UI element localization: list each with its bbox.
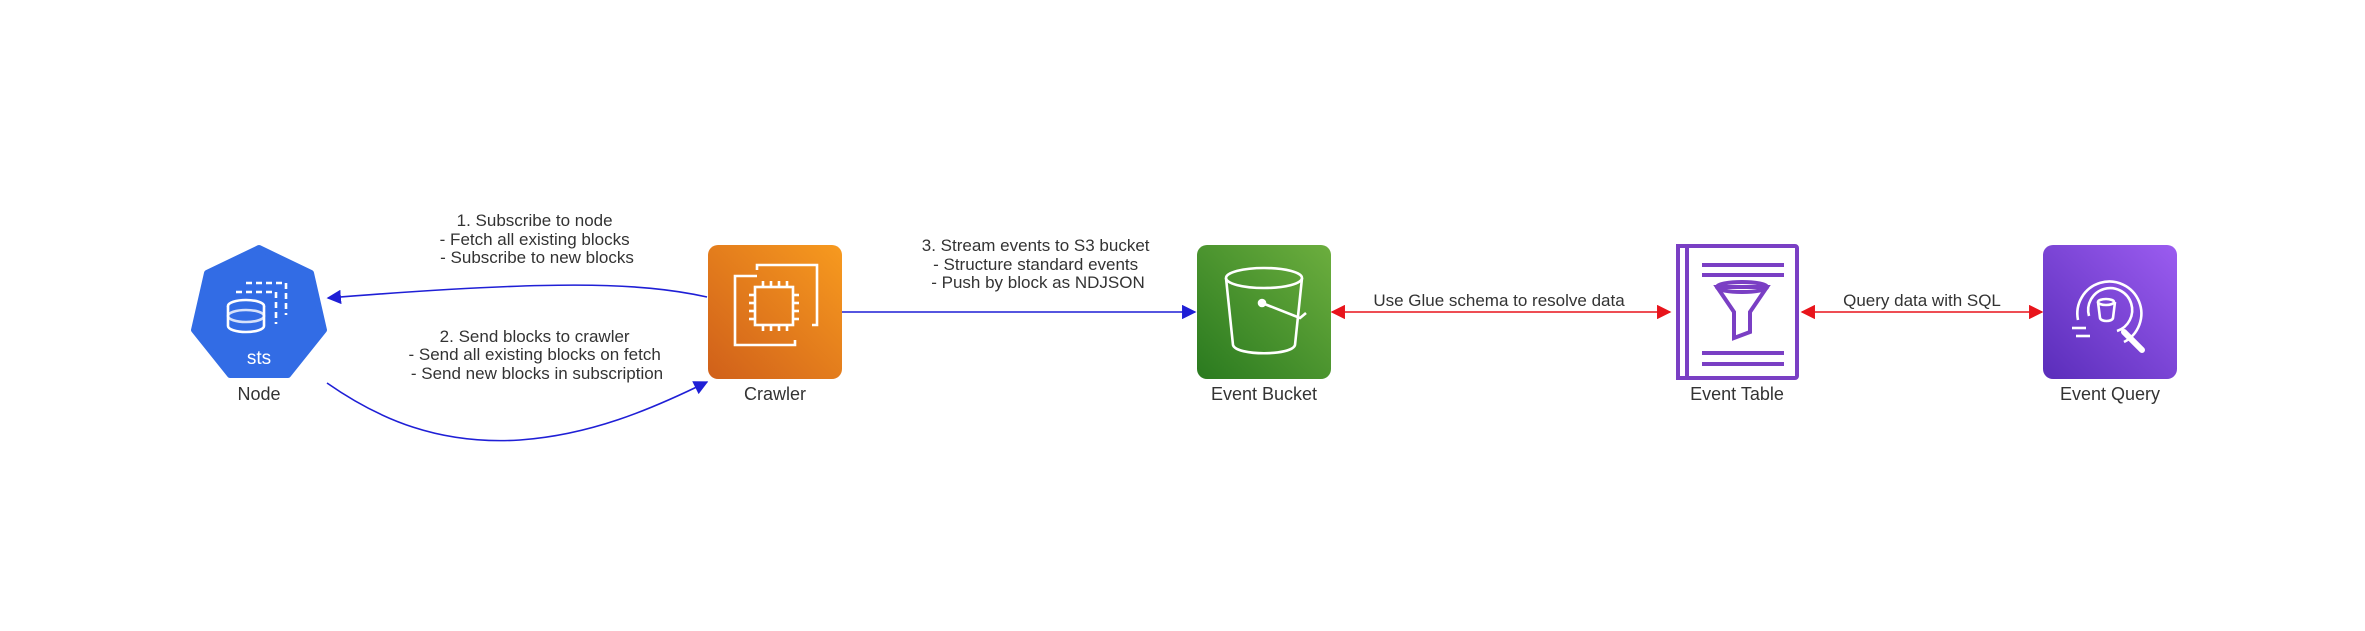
node-crawler[interactable]: Crawler xyxy=(708,245,842,404)
edge-stream-events-label: 3. Stream events to S3 bucket - Structur… xyxy=(922,236,1154,292)
event-table-label: Event Table xyxy=(1690,384,1784,404)
edge-send-blocks-line-1: 2. Send blocks to crawler xyxy=(440,327,630,346)
node-event-table[interactable]: Event Table xyxy=(1676,244,1799,404)
event-bucket-tile xyxy=(1197,245,1331,379)
edge-subscribe-line-3: - Subscribe to new blocks xyxy=(440,248,634,267)
edge-subscribe: 1. Subscribe to node - Fetch all existin… xyxy=(326,211,708,305)
s3-bucket-icon xyxy=(1224,266,1307,355)
crawler-label: Crawler xyxy=(744,384,806,404)
edge-send-blocks-line-3: - Send new blocks in subscription xyxy=(411,364,663,383)
edge-send-blocks-line xyxy=(326,381,709,442)
edge-stream-events-line-3: - Push by block as NDJSON xyxy=(931,273,1145,292)
edge-subscribe-line-1: 1. Subscribe to node xyxy=(457,211,613,230)
edge-send-blocks-label: 2. Send blocks to crawler - Send all exi… xyxy=(408,327,665,383)
edge-stream-events-line-1: 3. Stream events to S3 bucket xyxy=(922,236,1150,255)
edge-query-sql: Query data with SQL xyxy=(1800,291,2044,320)
edge-glue-schema-label: Use Glue schema to resolve data xyxy=(1373,291,1625,310)
edge-subscribe-line-2: - Fetch all existing blocks xyxy=(440,230,630,249)
edge-stream-events: 3. Stream events to S3 bucket - Structur… xyxy=(842,236,1197,320)
event-bucket-label: Event Bucket xyxy=(1211,384,1317,404)
node-badge: sts xyxy=(247,348,271,369)
statefulset-icon xyxy=(226,281,288,334)
edge-send-blocks: 2. Send blocks to crawler - Send all exi… xyxy=(326,327,709,442)
edge-stream-events-line-2: - Structure standard events xyxy=(933,255,1138,274)
node-node[interactable]: sts Node xyxy=(191,245,327,404)
node-event-query[interactable]: Event Query xyxy=(2043,245,2177,404)
event-query-tile xyxy=(2043,245,2177,379)
edge-subscribe-line xyxy=(326,284,708,305)
ec2-instance-icon xyxy=(733,263,819,347)
edge-glue-schema: Use Glue schema to resolve data xyxy=(1330,291,1672,320)
node-label: Node xyxy=(237,384,280,404)
edge-send-blocks-line-2: - Send all existing blocks on fetch xyxy=(408,345,660,364)
event-query-label: Event Query xyxy=(2060,384,2160,404)
node-event-bucket[interactable]: Event Bucket xyxy=(1197,245,1331,404)
athena-query-icon xyxy=(2072,280,2145,353)
edge-subscribe-label: 1. Subscribe to node - Fetch all existin… xyxy=(440,211,635,267)
edge-query-sql-label: Query data with SQL xyxy=(1843,291,2001,310)
glue-data-catalog-icon xyxy=(1676,244,1799,380)
